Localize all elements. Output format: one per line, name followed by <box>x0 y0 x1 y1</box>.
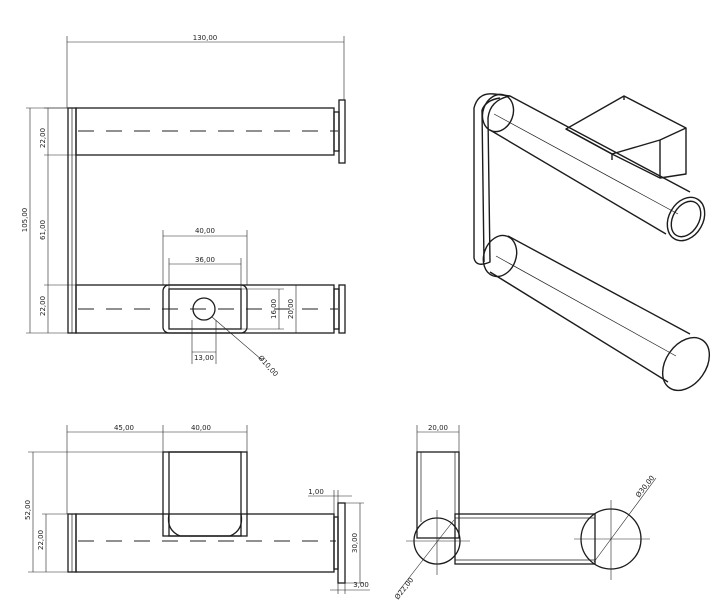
dim-bracket-height-outer-label: 20,00 <box>287 299 295 319</box>
dim-side-bar-dia-leader <box>397 519 455 593</box>
dim-upper-bar-dia-label: 22,00 <box>39 128 47 148</box>
dim-front-total-height-label: 52,00 <box>24 500 32 520</box>
front-bracket-block <box>162 451 248 537</box>
side-bracket <box>416 451 460 539</box>
front-view: 45,00 40,00 52,00 22,00 1,00 30,00 3,00 <box>24 424 370 594</box>
dim-front-offset-label: 45,00 <box>114 424 134 432</box>
iso-upper-bar-end-cap <box>666 196 706 242</box>
dim-flange-height-label: 30,00 <box>351 533 359 553</box>
upper-bar-end-flange <box>338 99 346 164</box>
front-right-flange <box>337 502 346 584</box>
dim-overall-length-label: 130,00 <box>193 34 218 42</box>
bracket-inner <box>168 288 242 330</box>
dim-front-bar-dia-label: 22,00 <box>37 530 45 550</box>
front-bracket-inner <box>168 451 242 537</box>
top-view: 130,00 105,00 22,00 61,00 22,00 40,00 36… <box>21 34 346 378</box>
side-view: 20,00 Ø22,00 Ø30,00 <box>393 424 656 601</box>
isometric-view <box>473 93 711 392</box>
front-bar <box>75 513 335 573</box>
dim-front-bracket-width-label: 40,00 <box>191 424 211 432</box>
dim-flange-thickness-label: 3,00 <box>353 581 369 589</box>
dim-lower-bar-dia-label: 22,00 <box>39 296 47 316</box>
dim-bracket-width-inner-label: 36,00 <box>195 256 215 264</box>
bracket-outer <box>162 284 248 334</box>
dim-side-flange-dia-label: Ø30,00 <box>634 474 656 499</box>
lower-bar-end-flange <box>338 284 346 334</box>
dim-flange-gap-label: 1,00 <box>308 488 324 496</box>
dim-bracket-height-inner-label: 16,00 <box>270 299 278 319</box>
iso-upper-bar-bottom-edge <box>489 129 667 235</box>
dim-bracket-width-outer-label: 40,00 <box>195 227 215 235</box>
dim-side-bar-dia-label: Ø22,00 <box>393 576 415 601</box>
dim-hole-offset-label: 13,00 <box>194 354 214 362</box>
dim-hole-diameter-label: Ø10,00 <box>257 354 280 378</box>
iso-lower-bar-bottom-edge <box>489 271 669 383</box>
iso-lower-bar-top-edge <box>507 235 691 335</box>
iso-lower-bar-end-cap <box>661 336 711 392</box>
iso-back-plate <box>473 93 511 265</box>
dim-overall-height-label: 105,00 <box>21 208 29 233</box>
iso-lower-bar-back <box>482 234 518 278</box>
mounting-hole <box>192 297 216 321</box>
dim-side-flange-dia-leader <box>593 477 657 563</box>
dim-bar-spacing-label: 61,00 <box>39 220 47 240</box>
dim-hole-diameter-leader <box>211 316 263 361</box>
dim-side-bracket-width-label: 20,00 <box>428 424 448 432</box>
